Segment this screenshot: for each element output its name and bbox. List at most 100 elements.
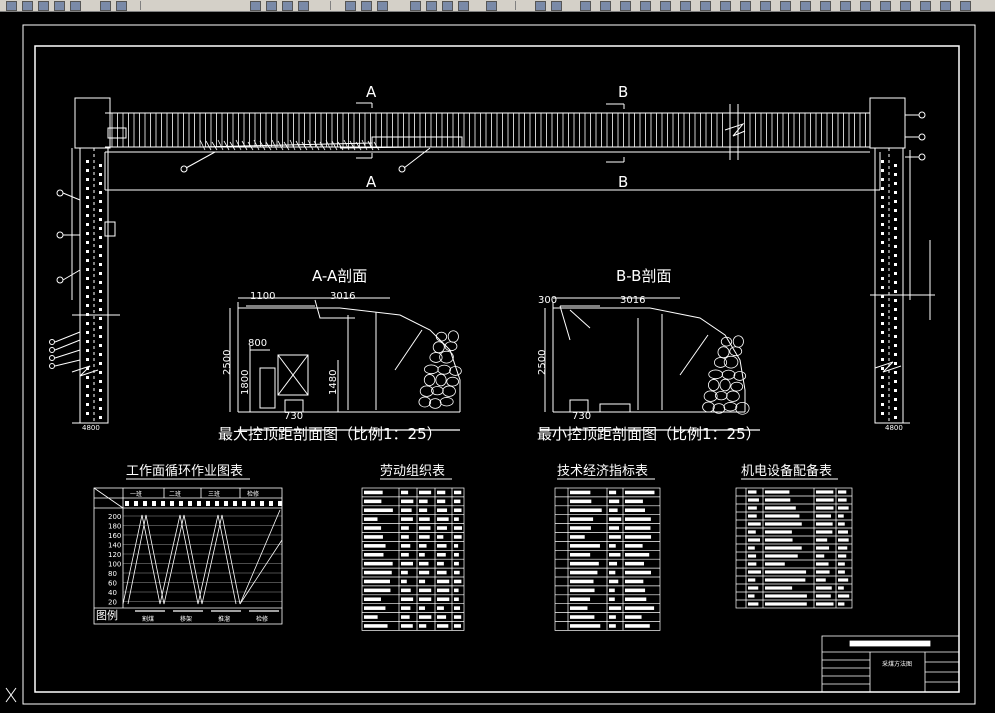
y-tick-label: 140 (108, 542, 121, 550)
cycle-table (93, 487, 283, 625)
toolbar-icon[interactable] (442, 1, 453, 11)
toolbar-icon[interactable] (860, 1, 871, 11)
toolbar-icon[interactable] (54, 1, 65, 11)
toolbar-icon[interactable] (600, 1, 611, 11)
toolbar-icon[interactable] (551, 1, 562, 11)
cell-text-mark (437, 597, 450, 602)
time-tick (269, 501, 273, 506)
toolbar-icon[interactable] (298, 1, 309, 11)
toolbar-icon[interactable] (740, 1, 751, 11)
toolbar-icon[interactable] (900, 1, 911, 11)
toolbar-icon[interactable] (680, 1, 691, 11)
toolbar-icon[interactable] (820, 1, 831, 11)
legend-item: 割煤 (142, 615, 154, 623)
cell-text-mark (838, 490, 847, 494)
toolbar-icon[interactable] (100, 1, 111, 11)
cell-text-mark (454, 552, 459, 557)
toolbar-icon[interactable] (426, 1, 437, 11)
anchor-dot (99, 344, 102, 347)
toolbar-icon[interactable] (960, 1, 971, 11)
toolbar-icon[interactable] (880, 1, 891, 11)
toolbar-icon[interactable] (800, 1, 811, 11)
toolbar-icon[interactable] (282, 1, 293, 11)
section-aa-caption: 最大控顶距剖面图（比例1：25） (218, 425, 442, 443)
cell-text-mark (419, 588, 432, 593)
toolbar-icon[interactable] (266, 1, 277, 11)
anchor-dot (881, 205, 884, 208)
conveyor-hatch (259, 140, 266, 151)
toolbar-icon[interactable] (660, 1, 671, 11)
toolbar-icon[interactable] (410, 1, 421, 11)
toolbar-icon[interactable] (640, 1, 651, 11)
anchor-dot (86, 322, 89, 325)
toolbar-icon[interactable] (377, 1, 388, 11)
cell-text-mark (364, 490, 383, 495)
cell-text-mark (401, 624, 413, 628)
gob-rock (719, 378, 731, 392)
toolbar-icon[interactable] (458, 1, 469, 11)
anchor-dot (881, 349, 884, 352)
toolbar-icon[interactable] (780, 1, 791, 11)
cell-text-mark (816, 594, 831, 598)
cell-text-mark (748, 538, 761, 542)
toolbar-icon[interactable] (38, 1, 49, 11)
conveyor-hatch (217, 139, 224, 151)
toolbar-icon[interactable] (760, 1, 771, 11)
toolbar-icon[interactable] (6, 1, 17, 11)
cell-text-mark (609, 552, 621, 557)
anchor-dot (86, 214, 89, 217)
cell-text-mark (570, 597, 591, 602)
anchor-dot (881, 367, 884, 370)
toolbar-icon[interactable] (486, 1, 497, 11)
cell-text-mark (454, 499, 461, 504)
toolbar-icon[interactable] (700, 1, 711, 11)
conveyor-hatch (331, 140, 338, 151)
anchor-dot (86, 367, 89, 370)
conveyor-hatch (247, 141, 254, 151)
cell-text-mark (625, 499, 643, 504)
anchor-dot (99, 389, 102, 392)
toolbar-icon[interactable] (345, 1, 356, 11)
anchor-dot (99, 380, 102, 383)
legend-item: 检修 (256, 615, 268, 623)
cell-text-mark (838, 602, 845, 606)
anchor-dot (99, 281, 102, 284)
cell-text-mark (401, 588, 411, 593)
cell-text-mark (838, 578, 849, 582)
toolbar-icon[interactable] (116, 1, 127, 11)
anchor-dot (86, 196, 89, 199)
toolbar-icon[interactable] (250, 1, 261, 11)
y-tick-label: 200 (108, 513, 121, 521)
toolbar-icon[interactable] (720, 1, 731, 11)
anchor-dot (99, 353, 102, 356)
conveyor-hatch (229, 141, 236, 151)
toolbar-icon[interactable] (361, 1, 372, 11)
toolbar-icon[interactable] (22, 1, 33, 11)
cell-text-mark (748, 586, 759, 590)
anchor-dot (894, 299, 897, 302)
gob-rock (735, 401, 750, 415)
gob-rock (428, 398, 442, 409)
gob-rock (449, 366, 462, 376)
toolbar-icon[interactable] (940, 1, 951, 11)
anchor-dot (86, 313, 89, 316)
toolbar-icon[interactable] (535, 1, 546, 11)
toolbar-icon[interactable] (840, 1, 851, 11)
cell-text-mark (419, 597, 432, 602)
cell-text-mark (748, 506, 757, 510)
toolbar-icon[interactable] (580, 1, 591, 11)
anchor-dot (881, 358, 884, 361)
cell-text-mark (748, 498, 759, 502)
cell-text-mark (419, 526, 431, 530)
conveyor-hatch (199, 139, 206, 151)
anchor-dot (894, 308, 897, 311)
cell-text-mark (437, 624, 449, 628)
gob-rock (721, 369, 736, 380)
anchor-dot (894, 416, 897, 419)
toolbar-icon[interactable] (620, 1, 631, 11)
toolbar-icon[interactable] (920, 1, 931, 11)
gob-rock (435, 331, 448, 342)
toolbar-icon[interactable] (70, 1, 81, 11)
cell-text-mark (401, 606, 411, 610)
